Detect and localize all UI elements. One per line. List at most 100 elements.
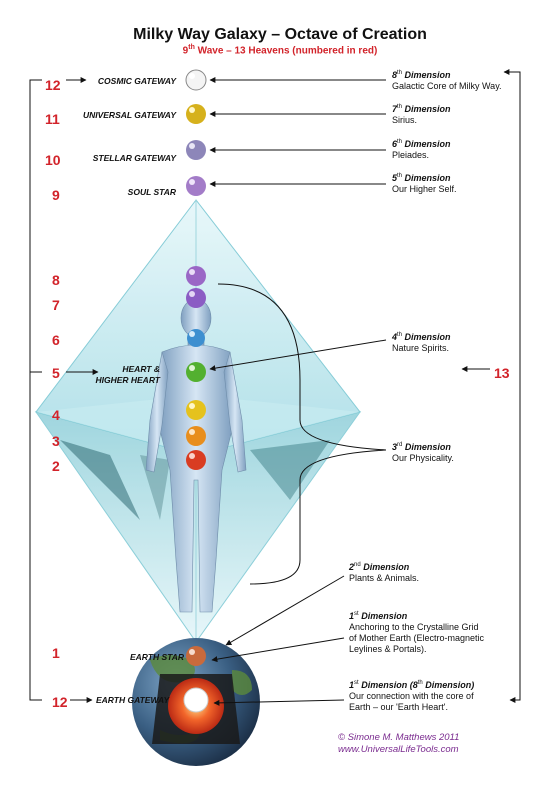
heaven-number-8: 8 (52, 272, 60, 288)
orb-root (186, 450, 206, 470)
dimension-8-num: 8 (392, 70, 398, 80)
dimension-6-title: Dimension (402, 139, 451, 149)
dimension-5-num: 5 (392, 173, 398, 183)
dimension-2: 2nd Dimension Plants & Animals. (349, 560, 419, 584)
label-heart: HEART &HIGHER HEART (95, 364, 160, 386)
dimension-1-core-suffix2: th (417, 680, 423, 686)
dimension-1-core-suffix: st (354, 680, 359, 686)
orb-soul-star (186, 176, 206, 196)
orb-earth-star (186, 646, 206, 666)
heaven-number-9: 9 (52, 187, 60, 203)
credit-website[interactable]: www.UniversalLifeTools.com (338, 744, 459, 755)
orb-cosmic-gateway (185, 69, 207, 91)
dimension-1-grid-title: Dimension (358, 611, 408, 621)
dimension-4-desc: Nature Spirits. (392, 343, 450, 353)
label-heart-line1: HEART & (122, 364, 160, 374)
orb-sacral (186, 426, 206, 446)
dimension-5: 5th Dimension Our Higher Self. (392, 171, 457, 195)
bracket-arrows (461, 69, 520, 703)
earth-globe (132, 638, 260, 766)
dimension-1-core-num: 1 (349, 680, 355, 690)
dimension-2-title: Dimension (360, 562, 410, 572)
heaven-number-13: 13 (494, 365, 510, 381)
heaven-number-3: 3 (52, 433, 60, 449)
orb-throat (187, 329, 205, 347)
page-title: Milky Way Galaxy – Octave of Creation (133, 26, 427, 43)
dimension-6: 6th Dimension Pleiades. (392, 137, 451, 161)
dimension-5-suffix: th (397, 173, 403, 179)
heaven-number-12-top: 12 (45, 77, 61, 93)
orb-third-eye (186, 288, 206, 308)
dimension-7-desc: Sirius. (392, 115, 418, 125)
heaven-number-10: 10 (45, 152, 61, 168)
dimension-1-grid-num: 1 (349, 611, 355, 621)
dimension-3-desc: Our Physicality. (392, 453, 454, 463)
page-subtitle: 9th Wave – 13 Heavens (numbered in red) (0, 44, 560, 56)
label-earth-gateway: EARTH GATEWAY (96, 695, 170, 705)
label-stellar-gateway: STELLAR GATEWAY (92, 153, 176, 163)
orb-heart (186, 362, 206, 382)
dimension-4-suffix: th (397, 332, 403, 338)
dimension-1-grid-desc-3: Leylines & Portals). (349, 644, 427, 654)
label-heart-line2: HIGHER HEART (95, 375, 160, 385)
dimension-1-core-desc-2: Earth – our 'Earth Heart'. (349, 702, 448, 712)
dimension-6-num: 6 (392, 139, 398, 149)
dimension-1-core: 1st Dimension (8th Dimension) Our connec… (349, 678, 474, 713)
left-arrows (66, 77, 99, 703)
dimension-4: 4th Dimension Nature Spirits. (392, 330, 451, 354)
heaven-number-4: 4 (52, 407, 60, 423)
dimension-1-core-title2: Dimension) (422, 680, 475, 690)
label-universal-gateway: UNIVERSAL GATEWAY (82, 110, 176, 120)
heaven-number-7: 7 (52, 297, 60, 313)
label-earth-star: EARTH STAR (130, 652, 184, 662)
heaven-number-2: 2 (52, 458, 60, 474)
orb-crown (186, 266, 206, 286)
dimension-8: 8th Dimension Galactic Core of Milky Way… (392, 68, 502, 92)
human-figure (145, 298, 247, 613)
dimension-5-desc: Our Higher Self. (392, 184, 457, 194)
heaven-number-11: 11 (45, 111, 60, 127)
dimension-7-suffix: th (397, 104, 403, 110)
dimension-pointers (209, 77, 387, 706)
dimension-3-suffix: rd (397, 442, 403, 448)
heaven-number-1: 1 (52, 645, 60, 661)
dimension-1-grid: 1st Dimension Anchoring to the Crystalli… (349, 609, 484, 655)
subtitle-ordinal-suffix: th (188, 44, 195, 51)
dimension-1-core-desc-1: Our connection with the core of (349, 691, 474, 701)
credit: © Simone M. Matthews 2011 www.UniversalL… (338, 732, 459, 756)
dimension-2-suffix: nd (354, 562, 361, 568)
dimension-4-title: Dimension (402, 332, 451, 342)
label-soul-star: SOUL STAR (127, 187, 176, 197)
dimension-6-desc: Pleiades. (392, 150, 430, 160)
heaven-number-5: 5 (52, 365, 60, 381)
orb-solar-plexus (186, 400, 206, 420)
dimension-1-grid-desc-2: of Mother Earth (Electro-magnetic (349, 633, 485, 643)
third-dimension-bracket (217, 283, 387, 585)
orb-stellar-gateway (186, 140, 206, 160)
subtitle-ordinal: 9 (182, 45, 189, 57)
dimension-1-grid-desc-1: Anchoring to the Crystalline Grid (349, 622, 479, 632)
dimension-1-core-title: Dimension (8 (358, 680, 418, 690)
dimension-5-title: Dimension (402, 173, 451, 183)
dimension-3-num: 3 (392, 442, 398, 452)
subtitle-rest: Wave – 13 Heavens (numbered in red) (194, 45, 378, 57)
dimension-4-num: 4 (392, 332, 398, 342)
dimension-7-num: 7 (392, 104, 398, 114)
dimension-3: 3rd Dimension Our Physicality. (392, 440, 454, 464)
chakra-orbs (185, 69, 207, 666)
orb-universal-gateway (186, 104, 206, 124)
label-cosmic-gateway: COSMIC GATEWAY (97, 76, 176, 86)
dimension-3-title: Dimension (402, 442, 451, 452)
dimension-2-desc: Plants & Animals. (349, 573, 420, 583)
heaven-number-12-bottom: 12 (52, 694, 68, 710)
dimension-8-suffix: th (397, 70, 403, 76)
dimension-7-title: Dimension (402, 104, 451, 114)
credit-copyright: © Simone M. Matthews 2011 (338, 732, 460, 743)
dimension-8-desc: Galactic Core of Milky Way. (392, 81, 502, 91)
dimension-2-num: 2 (349, 562, 355, 572)
dimension-8-title: Dimension (402, 70, 451, 80)
dimension-7: 7th Dimension Sirius. (392, 102, 451, 126)
dimension-6-suffix: th (397, 139, 403, 145)
